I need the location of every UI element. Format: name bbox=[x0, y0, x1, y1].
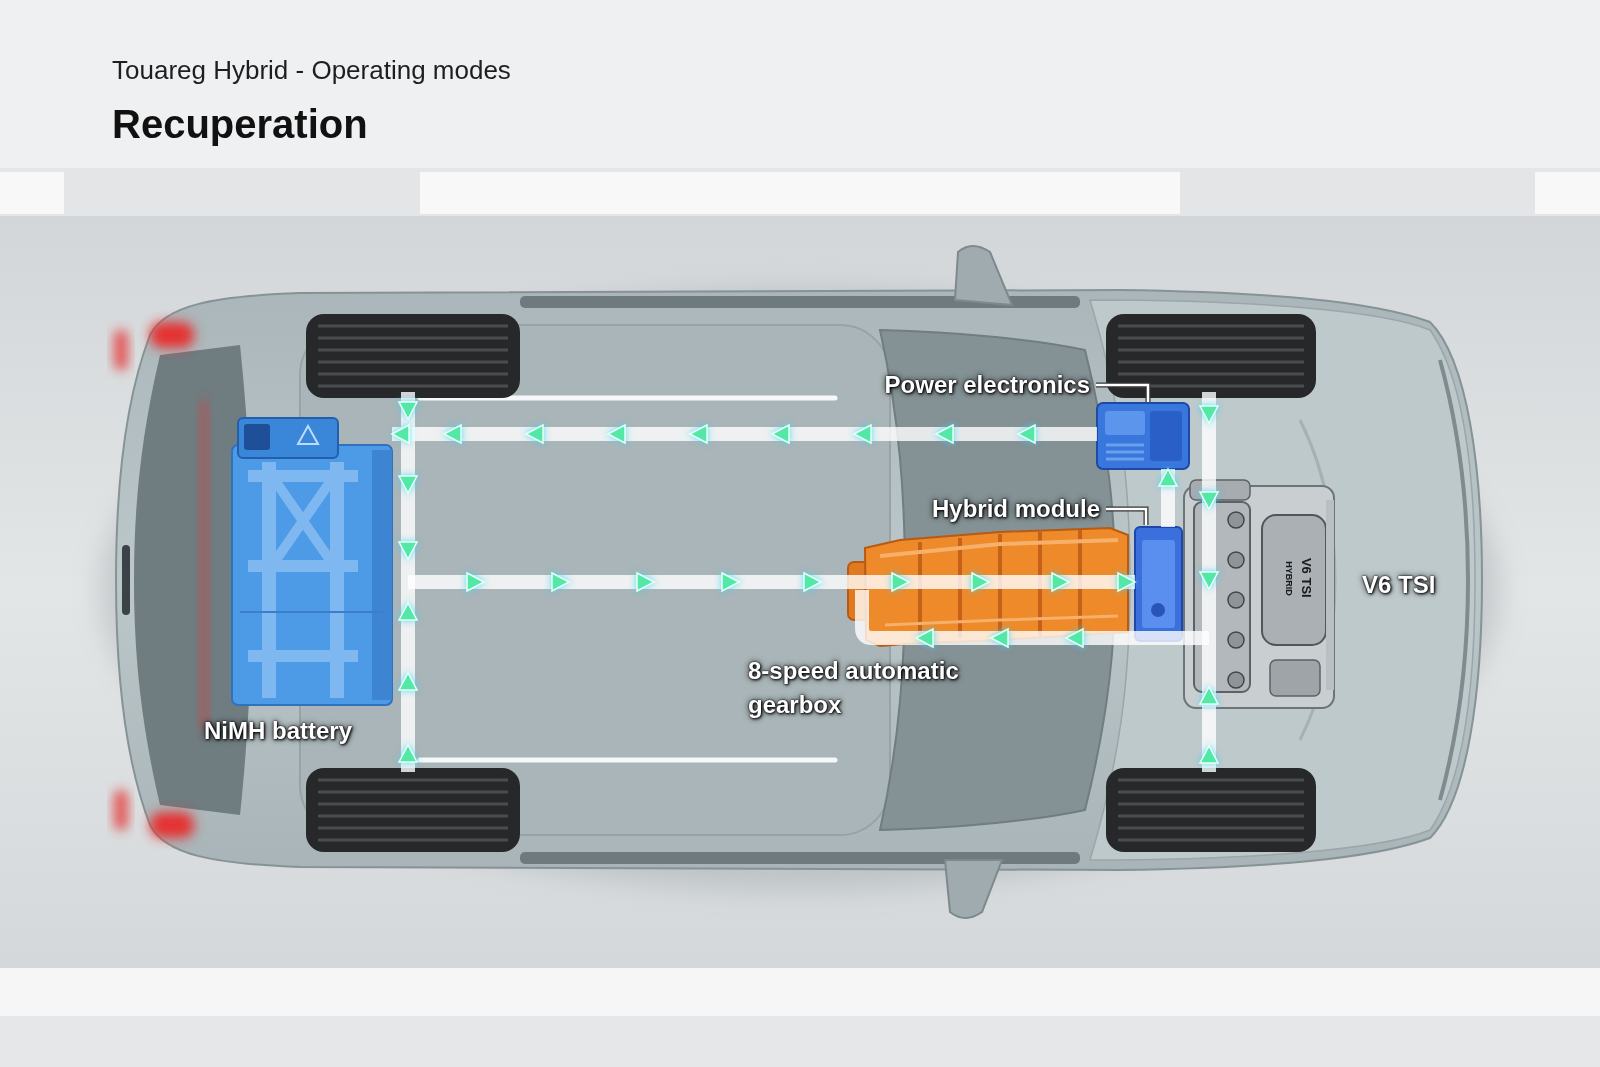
flow-arrowhead bbox=[608, 425, 625, 443]
component-label: NiMH battery bbox=[204, 714, 352, 748]
road-edge bbox=[0, 1016, 1600, 1067]
component-box: 8-speed automatic gearbox bbox=[865, 530, 1110, 646]
flow-arrowhead bbox=[526, 425, 543, 443]
flow-arrowhead bbox=[1118, 573, 1135, 591]
flow-connector bbox=[392, 425, 1097, 443]
component-box: Power electronics bbox=[1097, 403, 1189, 469]
wheel bbox=[306, 768, 520, 852]
flow-arrow-mark bbox=[399, 402, 1218, 763]
road bbox=[0, 216, 1600, 968]
flow-arrowhead bbox=[444, 425, 461, 443]
wheel bbox=[306, 314, 520, 398]
diagram-title: Recuperation bbox=[112, 100, 368, 148]
component-box: NiMH battery bbox=[232, 418, 392, 705]
flow-arrowhead bbox=[392, 425, 409, 443]
flow-arrowhead bbox=[1159, 469, 1177, 486]
leader-line bbox=[1096, 385, 1148, 525]
component-label: V6 TSI bbox=[1362, 568, 1435, 602]
road-edge bbox=[0, 168, 1600, 216]
hybrid-module-illustration bbox=[1135, 527, 1182, 641]
component-label: Hybrid module bbox=[932, 492, 1100, 526]
lane-marking bbox=[420, 172, 1180, 214]
flow-connector bbox=[1159, 469, 1177, 527]
flow-connector bbox=[1110, 573, 1135, 591]
car-body bbox=[100, 246, 1500, 918]
energy-flow-line bbox=[408, 392, 1209, 772]
lane-marking bbox=[0, 172, 64, 214]
flow-arrowhead bbox=[854, 425, 871, 443]
component-label: 8-speed automatic gearbox bbox=[748, 654, 972, 721]
wheel bbox=[1106, 768, 1316, 852]
flow-arrowhead bbox=[690, 425, 707, 443]
flow-line bbox=[392, 427, 1097, 441]
lane-marking bbox=[0, 968, 1600, 1016]
lane-marking bbox=[1535, 172, 1600, 214]
power-electronics-illustration bbox=[1097, 403, 1189, 469]
flow-arrowhead bbox=[772, 425, 789, 443]
subtitle: Touareg Hybrid - Operating modes bbox=[112, 55, 511, 86]
battery-illustration bbox=[232, 418, 392, 705]
component-label: Power electronics bbox=[885, 368, 1090, 402]
component-box: V6 TSI bbox=[1186, 480, 1337, 714]
engine-cover-text: V6 TSI bbox=[1298, 558, 1314, 598]
engine-cover-text: HYBRID bbox=[1283, 561, 1294, 596]
flow-arrowhead bbox=[936, 425, 953, 443]
flow-arrowhead bbox=[1018, 425, 1035, 443]
component-box: Hybrid module bbox=[1135, 527, 1182, 641]
